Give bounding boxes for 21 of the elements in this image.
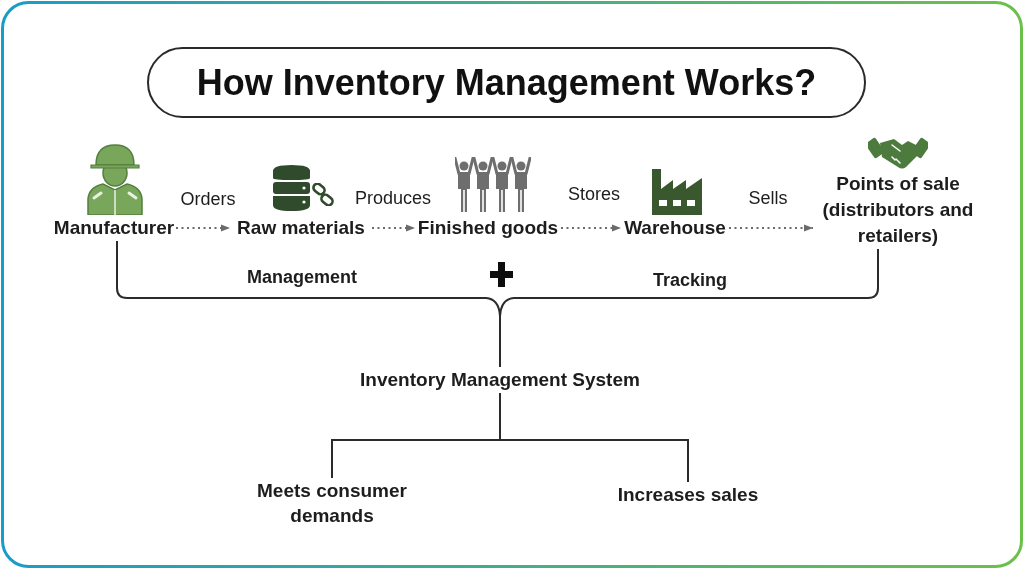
edge-label: Orders <box>180 188 236 210</box>
dotted-arrow <box>175 224 231 232</box>
node-label: Meets consumer demands <box>252 478 412 528</box>
edge-label: Stores <box>568 183 620 205</box>
node-label: Warehouse <box>621 215 729 241</box>
edge-label: Sells <box>748 187 788 209</box>
edge-label: Management <box>247 266 357 288</box>
connector-line <box>499 392 689 483</box>
node-label: Increases sales <box>616 482 760 508</box>
node-label: Finished goods <box>415 215 561 241</box>
node-label: Manufacturer <box>52 215 176 241</box>
connector-line <box>499 248 879 368</box>
edge-label: Produces <box>355 187 431 209</box>
title-banner: How Inventory Management Works? <box>147 47 866 118</box>
node-label: Points of sale (distributors and retailers) <box>813 171 983 249</box>
dotted-arrow <box>728 224 814 232</box>
dotted-arrow <box>560 224 622 232</box>
node-label: Raw materials <box>230 215 372 241</box>
dotted-arrow <box>371 224 416 232</box>
node-label: Inventory Management System <box>357 367 643 393</box>
edge-label: Tracking <box>653 269 727 291</box>
